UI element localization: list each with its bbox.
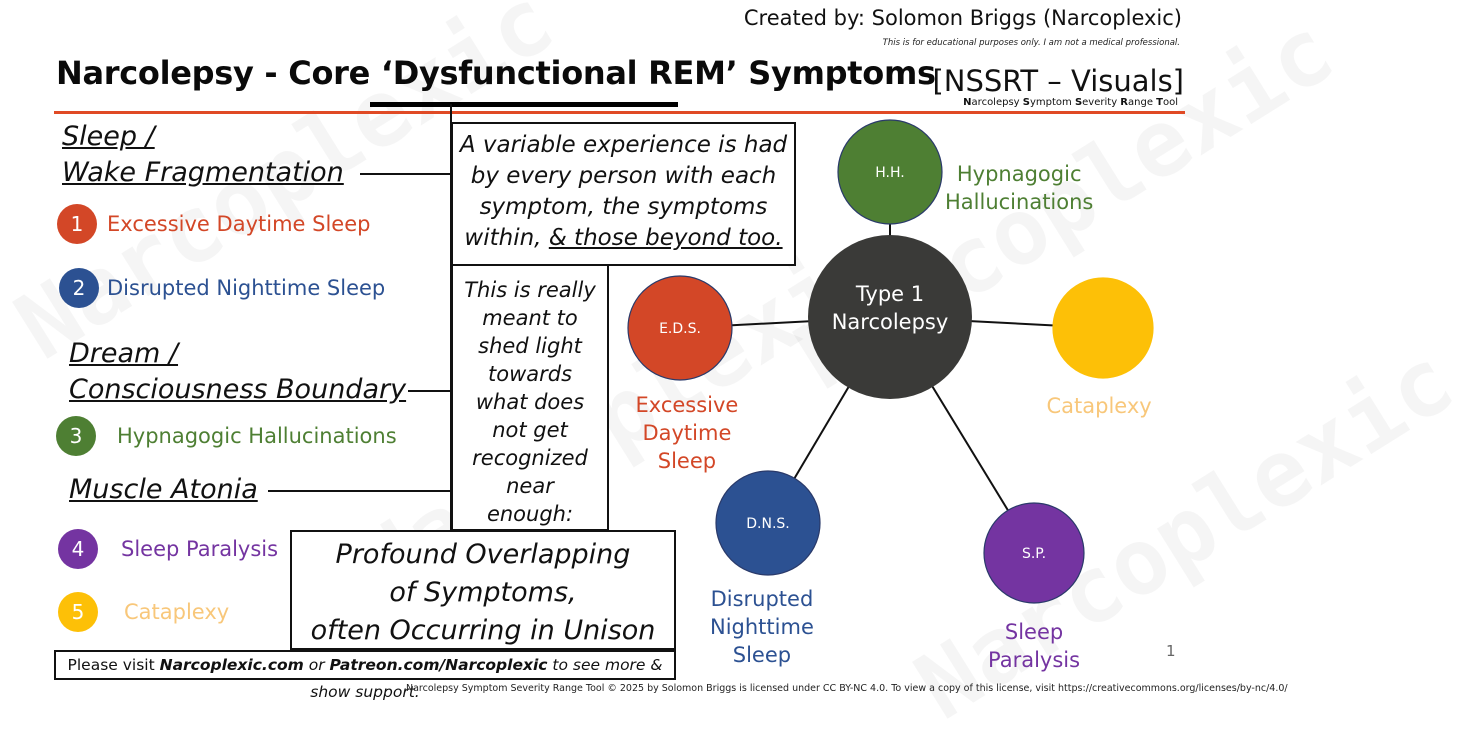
category-title: Consciousness Boundary — [69, 374, 407, 405]
node-label-line: Hallucinations — [945, 190, 1094, 214]
box-text: within, — [464, 225, 549, 251]
box-line: meant to — [482, 306, 578, 330]
symptom-label: Excessive Daytime Sleep — [107, 212, 371, 236]
category-title: Muscle Atonia — [69, 474, 258, 505]
box-line: not get — [492, 418, 568, 442]
symptom-item-1: 1 Excessive Daytime Sleep — [57, 204, 370, 244]
number-badge: 5 — [58, 592, 98, 632]
box-line: often Occurring in Unison — [310, 615, 656, 646]
node-label-line: Nighttime — [710, 615, 814, 639]
node-abbr-dns: D.N.S. — [746, 516, 790, 532]
box-line: symptom, the symptoms — [479, 194, 768, 220]
center-node-circle — [808, 235, 972, 399]
brand-initial: S — [1074, 97, 1083, 108]
box-text-underlined: & those beyond too. — [548, 225, 783, 251]
box-line: Profound Overlapping — [335, 539, 631, 570]
box-line: near — [506, 474, 554, 498]
support-suffix: to see more & show support. — [310, 656, 663, 701]
number-badge: 3 — [56, 416, 96, 456]
variable-experience-box: A variable experience is had by every pe… — [451, 122, 796, 266]
symptom-label: Disrupted Nighttime Sleep — [107, 276, 386, 300]
symptom-label: Cataplexy — [124, 600, 230, 624]
symptom-diagram: H.H. E.D.S. D.N.S. S.P. Type 1 Narcolepsy — [627, 119, 1154, 604]
brand-title: [NSSRT – Visuals] — [932, 64, 1184, 98]
symptom-item-5: 5 Cataplexy — [58, 592, 229, 632]
node-abbr-hh: H.H. — [875, 165, 904, 181]
node-label-line: Sleep — [732, 643, 792, 667]
disclaimer: This is for educational purposes only. I… — [882, 38, 1180, 48]
brand-initial: T — [1156, 97, 1163, 108]
box-line: This is really — [464, 278, 596, 302]
symptom-label: Sleep Paralysis — [121, 537, 279, 561]
center-node-label: Type 1 — [855, 282, 924, 306]
title-underline-bar — [370, 102, 678, 107]
box-line: of Symptoms, — [389, 577, 577, 608]
box-line: recognized — [472, 446, 588, 470]
category-sleep-wake: Sleep / Wake Fragmentation — [62, 119, 344, 191]
node-circle-sp — [983, 502, 1085, 604]
category-dream-boundary: Dream / Consciousness Boundary — [69, 336, 406, 408]
brand-word: ool — [1162, 97, 1178, 108]
support-banner: Please visit Narcoplexic.com or Patreon.… — [54, 650, 676, 701]
number-badge: 4 — [58, 529, 98, 569]
shed-light-box: This is really meant to shed light towards w… — [451, 264, 609, 531]
node-label-line: Daytime — [642, 421, 732, 445]
brand-word: ymptom — [1029, 97, 1075, 108]
brand-subtitle: Narcolepsy Symptom Severity Range Tool — [963, 97, 1178, 108]
page-title: Narcolepsy - Core ‘Dysfunctional REM’ Sy… — [56, 54, 936, 92]
node-abbr-eds: E.D.S. — [659, 321, 701, 337]
box-line: enough: — [486, 502, 574, 526]
license-text: Narcolepsy Symptom Severity Range Tool ©… — [406, 683, 1288, 694]
box-line: towards — [487, 362, 573, 386]
category-title: Dream / — [69, 338, 179, 369]
header-rule — [54, 111, 1185, 114]
node-circle-cataplexy — [1052, 277, 1154, 379]
node-label-line: Paralysis — [988, 648, 1081, 672]
number-badge: 1 — [57, 204, 97, 244]
node-label-cataplexy: Cataplexy — [1047, 392, 1152, 420]
symptom-item-3: 3 Hypnagogic Hallucinations — [56, 416, 397, 456]
overlap-box: Profound Overlapping of Symptoms, often … — [290, 530, 676, 650]
brand-word: ange — [1128, 97, 1157, 108]
box-line: shed light — [478, 334, 582, 358]
brand-initial: S — [1022, 97, 1030, 108]
category-muscle-atonia: Muscle Atonia — [69, 472, 258, 508]
support-middle: or — [303, 656, 330, 674]
node-label-line: Cataplexy — [1046, 394, 1152, 418]
node-label-line: Sleep — [657, 449, 717, 473]
node-circle-eds — [627, 275, 733, 381]
node-label-line: Sleep — [1004, 620, 1064, 644]
narcoplexic-link[interactable]: Narcoplexic.com — [159, 656, 304, 674]
brand-initial: R — [1120, 97, 1128, 108]
symptom-label: Hypnagogic Hallucinations — [117, 424, 397, 448]
box-line: within, & those beyond too. — [453, 223, 794, 254]
node-circle-dns — [715, 470, 821, 576]
box-line: what does — [475, 390, 585, 414]
patreon-link[interactable]: Patreon.com/Narcoplexic — [329, 656, 548, 674]
page-number: 1 — [1166, 642, 1176, 660]
node-label-line: Excessive — [635, 393, 739, 417]
node-abbr-sp: S.P. — [1022, 546, 1046, 562]
node-label-line: Disrupted — [710, 587, 814, 611]
center-node-label: Narcolepsy — [832, 310, 949, 334]
support-prefix: Please visit — [67, 656, 160, 674]
symptom-item-2: 2 Disrupted Nighttime Sleep — [59, 268, 385, 308]
category-title: Sleep / — [62, 121, 155, 152]
author-credit: Created by: Solomon Briggs (Narcoplexic) — [743, 6, 1182, 30]
node-label-line: Hypnagogic — [956, 162, 1082, 186]
box-line: A variable experience is had — [459, 132, 788, 158]
brand-word: arcolepsy — [971, 97, 1023, 108]
category-title: Wake Fragmentation — [62, 157, 344, 188]
brand-word: everity — [1082, 97, 1121, 108]
symptom-item-4: 4 Sleep Paralysis — [58, 529, 278, 569]
brand-initial: N — [963, 97, 972, 108]
node-circle-hh — [837, 119, 943, 225]
box-line: by every person with each — [470, 163, 777, 189]
number-badge: 2 — [59, 268, 99, 308]
